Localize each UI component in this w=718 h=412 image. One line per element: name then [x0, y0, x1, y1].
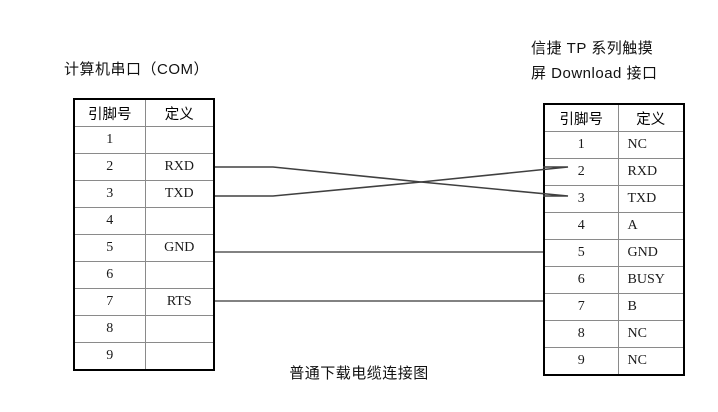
left-pin-2: 2 [73, 153, 146, 181]
table-row: 1 NC [543, 131, 685, 159]
right-pin-2: 2 [543, 158, 619, 186]
right-device-title-line1: 信捷 TP 系列触摸 [531, 40, 654, 57]
left-def-4 [144, 207, 215, 235]
right-def-5: GND [617, 239, 685, 267]
left-pin-8: 8 [73, 315, 146, 343]
table-row: 9 [73, 342, 215, 371]
left-device-title: 计算机串口（COM） [64, 61, 209, 78]
right-pin-1: 1 [543, 131, 619, 159]
left-def-9 [144, 342, 215, 371]
table-row: 9 NC [543, 347, 685, 376]
left-def-1 [144, 126, 215, 154]
table-row: 3 TXD [543, 185, 685, 213]
left-def-5: GND [144, 234, 215, 262]
right-def-6: BUSY [617, 266, 685, 294]
right-header-pin: 引脚号 [543, 103, 619, 132]
right-def-9: NC [617, 347, 685, 376]
table-row: 1 [73, 126, 215, 154]
table-row: 8 [73, 315, 215, 343]
right-device-title-line2: 屏 Download 接口 [531, 65, 658, 82]
table-row: 6 BUSY [543, 266, 685, 294]
diagram-caption: 普通下载电缆连接图 [289, 365, 429, 382]
right-pin-5: 5 [543, 239, 619, 267]
left-def-2: RXD [144, 153, 215, 181]
right-pin-table: 引脚号 定义 1 NC 2 RXD 3 TXD 4 A 5 GND [543, 103, 685, 376]
table-header-row: 引脚号 定义 [543, 103, 685, 132]
right-header-def: 定义 [617, 103, 685, 132]
table-row: 5 GND [73, 234, 215, 262]
right-def-2: RXD [617, 158, 685, 186]
table-row: 5 GND [543, 239, 685, 267]
right-pin-7: 7 [543, 293, 619, 321]
table-row: 2 RXD [543, 158, 685, 186]
left-def-3: TXD [144, 180, 215, 208]
table-row: 3 TXD [73, 180, 215, 208]
table-row: 8 NC [543, 320, 685, 348]
wire-rxd-to-txd [215, 166, 569, 197]
wire-txd-to-rxd [215, 166, 569, 197]
right-def-3: TXD [617, 185, 685, 213]
table-row: 7 B [543, 293, 685, 321]
right-pin-8: 8 [543, 320, 619, 348]
left-pin-3: 3 [73, 180, 146, 208]
right-def-1: NC [617, 131, 685, 159]
left-pin-7: 7 [73, 288, 146, 316]
right-def-8: NC [617, 320, 685, 348]
table-row: 7 RTS [73, 288, 215, 316]
table-row: 4 A [543, 212, 685, 240]
right-device-title: 信捷 TP 系列触摸 屏 Download 接口 [531, 36, 658, 86]
table-row: 2 RXD [73, 153, 215, 181]
left-header-def: 定义 [144, 98, 215, 127]
right-def-4: A [617, 212, 685, 240]
left-def-7: RTS [144, 288, 215, 316]
table-row: 4 [73, 207, 215, 235]
left-pin-table: 引脚号 定义 1 2 RXD 3 TXD 4 5 GND [73, 98, 215, 371]
left-def-8 [144, 315, 215, 343]
right-def-7: B [617, 293, 685, 321]
right-pin-9: 9 [543, 347, 619, 376]
